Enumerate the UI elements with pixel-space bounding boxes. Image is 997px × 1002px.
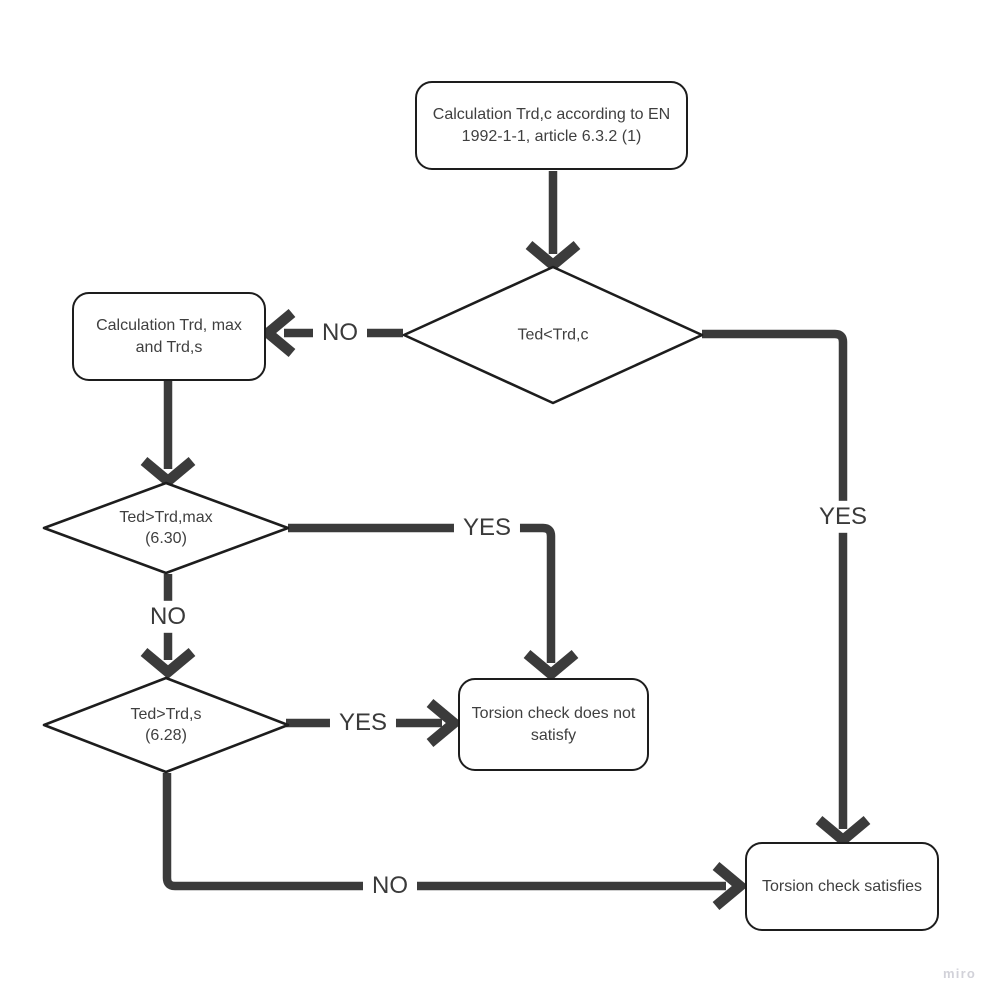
node-torsion-satisfies[interactable]: Torsion check satisfies — [745, 842, 939, 931]
arrowhead-down-satisfies — [815, 815, 871, 847]
edge-label-yes-check1[interactable]: YES — [809, 500, 877, 534]
edge-check2-yes — [288, 523, 556, 663]
edge-check1-yes — [702, 329, 848, 829]
node-calc-trdmax-trds[interactable]: Calculation Trd, max and Trd,s — [72, 292, 266, 381]
arrowhead-down-not-satisfy — [523, 649, 579, 681]
edge-check3-no — [162, 773, 726, 891]
node-label: Calculation Trd, max and Trd,s — [96, 317, 242, 356]
decision-ted-gt-trds[interactable] — [42, 676, 290, 774]
miro-watermark: miro — [943, 966, 976, 981]
node-label: Torsion check satisfies — [761, 877, 923, 895]
decision-ted-gt-trdmax[interactable] — [42, 481, 290, 575]
decision-ted-lt-trdc[interactable] — [402, 265, 704, 405]
arrowhead-right-not-satisfy — [426, 698, 463, 748]
node-torsion-not-satisfy[interactable]: Torsion check does not satisfy — [458, 678, 649, 771]
edge-label-no-check3[interactable]: NO — [363, 869, 417, 903]
arrowhead-left-calc2 — [259, 308, 296, 358]
arrowhead-right-satisfies — [712, 861, 749, 911]
edge-label-no-check1[interactable]: NO — [313, 316, 367, 350]
node-calc-trdc[interactable]: Calculation Trd,c according to EN 1992-1… — [415, 81, 688, 170]
arrowhead-down-check3 — [140, 647, 196, 679]
edge-label-yes-check3[interactable]: YES — [329, 706, 397, 740]
arrowhead-down-check1 — [525, 240, 581, 272]
node-label: Calculation Trd,c according to EN 1992-1… — [432, 106, 671, 145]
edge-label-yes-check2[interactable]: YES — [453, 511, 521, 545]
edge-label-no-check2[interactable]: NO — [141, 600, 195, 634]
node-label: Torsion check does not satisfy — [471, 705, 636, 744]
arrowhead-down-check2 — [140, 456, 196, 488]
